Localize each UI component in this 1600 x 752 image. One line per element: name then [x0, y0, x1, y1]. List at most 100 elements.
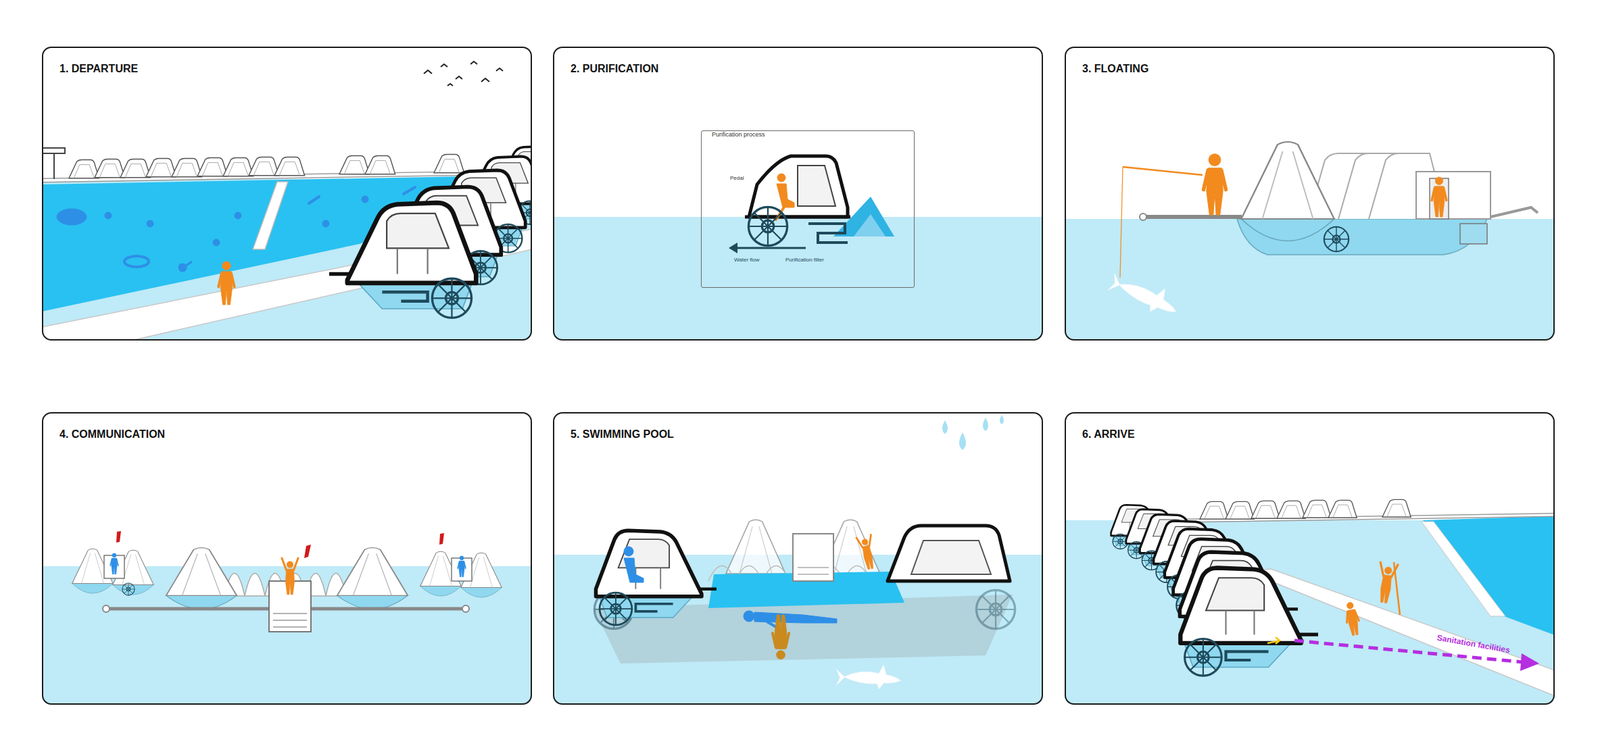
label-holder: Pedal — [730, 170, 744, 183]
person-head — [623, 546, 634, 557]
faded-cabin — [1368, 153, 1447, 220]
distant-pod — [197, 157, 228, 176]
panel-4-clip — [41, 531, 532, 706]
deck-end — [1139, 213, 1147, 221]
panel-4-art — [41, 531, 532, 706]
ramp — [1490, 207, 1538, 217]
person-body — [776, 183, 795, 208]
flag-pole — [1393, 562, 1400, 616]
panel-6-clip — [1064, 499, 1555, 706]
distant-pod — [433, 154, 465, 173]
alert-mark — [439, 533, 445, 545]
person-head — [777, 173, 786, 182]
pod-front — [1241, 141, 1335, 242]
storyboard-panel: 1. DEPARTURE — [41, 46, 532, 341]
paddle-wheel — [122, 583, 135, 596]
pod-deck — [744, 215, 851, 220]
panel-2-clip — [552, 156, 1044, 341]
blue-person — [457, 556, 466, 578]
inset-frame: Purification process — [700, 130, 915, 288]
panel-3-art — [1064, 141, 1555, 341]
person-body — [623, 558, 644, 583]
filter-box — [1460, 223, 1488, 245]
running-person — [1343, 601, 1362, 637]
label-holder: Water flow — [734, 252, 760, 265]
swimmer — [234, 212, 242, 220]
panel-1-art — [41, 61, 581, 345]
storyboard-panel: 3. FLOATING — [1064, 46, 1555, 341]
left-pod-group — [72, 531, 155, 596]
fishing-person — [1203, 154, 1227, 215]
pod-cabin — [887, 525, 1010, 582]
distant-pod — [365, 155, 396, 174]
swimmer — [403, 187, 416, 195]
seated-person — [623, 546, 644, 583]
swimmer — [212, 239, 220, 247]
panel-2-art — [552, 156, 1044, 341]
pedalling-person — [776, 173, 795, 220]
swimmer — [308, 196, 320, 204]
side-walkway — [1421, 521, 1506, 617]
filter-pipes — [808, 223, 848, 243]
small-arrow — [1267, 637, 1280, 645]
person-arm — [755, 615, 777, 628]
floating-swimmer — [743, 611, 837, 628]
bridge — [252, 181, 288, 250]
cockpit — [792, 534, 834, 582]
inset-title: Purification process — [709, 131, 768, 139]
cockpit-steps — [273, 613, 307, 628]
distant-pod — [1251, 500, 1280, 519]
distant-pod — [1199, 501, 1229, 520]
blue-person — [110, 553, 118, 575]
distant-pod — [248, 156, 280, 176]
right-pod-group — [420, 533, 503, 598]
person-head — [743, 611, 755, 622]
water-droplets — [942, 415, 1004, 451]
panel-5-clip — [552, 415, 1044, 706]
swimmer — [146, 220, 154, 228]
panel-title: 1. DEPARTURE — [59, 62, 138, 76]
side-pod — [596, 530, 717, 626]
distant-pod — [1302, 500, 1331, 518]
panel-1-clip — [41, 61, 532, 341]
shark — [836, 665, 901, 690]
building — [41, 148, 65, 180]
distant-pod — [1225, 501, 1254, 520]
swim-ring — [124, 256, 149, 268]
pod-window — [911, 540, 991, 575]
faded-wheel — [976, 590, 1015, 629]
distant-pod — [171, 158, 203, 177]
traveller — [218, 261, 234, 305]
water — [1064, 219, 1555, 341]
panel-title: 3. FLOATING — [1082, 62, 1149, 76]
storyboard-panel: 2. PURIFICATIONPurification process — [552, 46, 1044, 341]
panel-title: 4. COMMUNICATION — [59, 427, 165, 441]
water — [552, 216, 1044, 341]
label-holder: Purification filter — [785, 252, 824, 265]
route-arrowhead — [1520, 653, 1540, 672]
deck-end — [462, 605, 470, 613]
distant-pod — [274, 156, 305, 176]
distant-pod — [68, 159, 100, 178]
storyboard-panel: 6. ARRIVE — [1064, 412, 1555, 706]
flow-label: Water flow — [734, 256, 760, 263]
cockpit — [269, 581, 311, 633]
distant-pod — [1328, 500, 1357, 518]
birds — [423, 61, 503, 86]
water-wedge — [853, 214, 886, 237]
deck-end — [102, 605, 110, 613]
fishing-line — [1120, 166, 1123, 278]
cockpit-steps — [797, 567, 829, 575]
alert-mark — [304, 544, 311, 559]
pod-front — [337, 548, 409, 610]
swimmer — [322, 220, 330, 228]
jumping-person — [856, 534, 879, 571]
panel-title: 6. ARRIVE — [1082, 427, 1135, 441]
distant-pod — [1276, 500, 1306, 519]
distant-pod — [339, 155, 370, 174]
panel-title: 5. SWIMMING POOL — [570, 427, 674, 441]
deck — [1144, 214, 1242, 220]
docked-pod — [1180, 568, 1319, 677]
